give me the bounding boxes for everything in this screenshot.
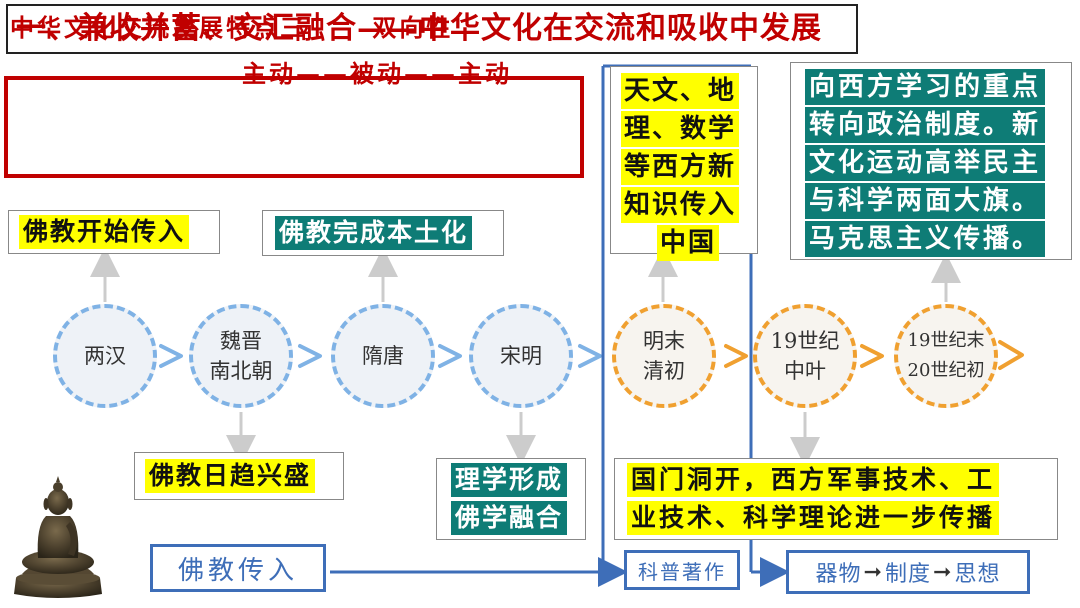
- annotation-mid19-1: 国门洞开，西方军事技术、工: [627, 463, 999, 497]
- annotation-suitang: 佛教完成本土化: [275, 216, 472, 250]
- buddha-statue-image: [8, 470, 108, 604]
- annotation-mingmo-box: 天文、地 理、数学 等西方新 知识传入 中国: [610, 66, 758, 254]
- node-weijin: 魏晋南北朝: [189, 304, 293, 408]
- annotation-han-box: 佛教开始传入: [8, 210, 220, 254]
- annotation-late19: 向西方学习的重点 转向政治制度。新 文化运动高举民主 与科学两面大旗。 马克思主…: [805, 69, 1045, 259]
- annotation-suitang-box: 佛教完成本土化: [262, 210, 504, 256]
- annotation-late19-box: 向西方学习的重点 转向政治制度。新 文化运动高举民主 与科学两面大旗。 马克思主…: [790, 62, 1072, 260]
- annotation-mingmo: 天文、地 理、数学 等西方新 知识传入 中国: [621, 73, 739, 263]
- annotation-songming-2: 佛学融合: [451, 501, 567, 535]
- bottom-box-progression: 器物 ➞ 制度 ➞ 思想: [786, 550, 1030, 594]
- annotation-songming-box: 理学形成 佛学融合: [436, 458, 586, 540]
- node-mingmo: 明末清初: [612, 304, 716, 408]
- annotation-han: 佛教开始传入: [19, 215, 189, 249]
- node-suitang: 隋唐: [331, 304, 435, 408]
- bottom-box-science: 科普著作: [624, 550, 740, 590]
- annotation-weijin: 佛教日趋兴盛: [145, 459, 315, 493]
- annotation-mid19-box: 国门洞开，西方军事技术、工 业技术、科学理论进一步传播: [614, 458, 1058, 540]
- arrow-right-icon: ➞: [933, 560, 952, 585]
- annotation-mid19-2: 业技术、科学理论进一步传播: [627, 501, 999, 535]
- annotation-songming-1: 理学形成: [451, 463, 567, 497]
- arrow-right-icon: ➞: [864, 560, 883, 585]
- node-songming: 宋明: [469, 304, 573, 408]
- node-mid19: 19世纪中叶: [753, 304, 857, 408]
- annotation-weijin-box: 佛教日趋兴盛: [134, 452, 344, 500]
- bottom-box-buddhism: 佛教传入: [150, 544, 326, 592]
- node-lianghan: 两汉: [53, 304, 157, 408]
